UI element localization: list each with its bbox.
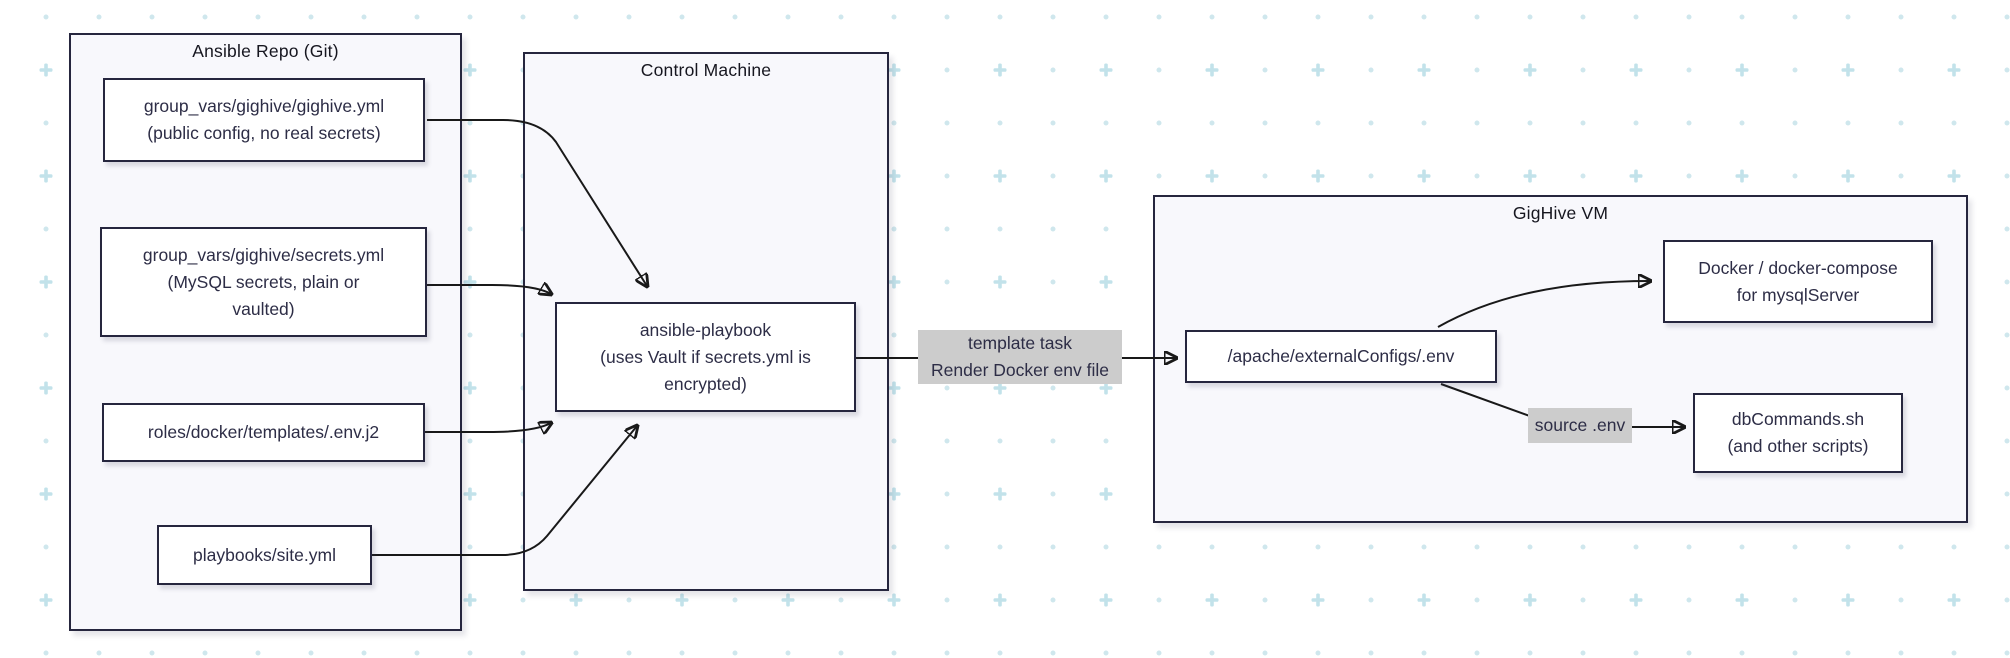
node-env-file: /apache/externalConfigs/.env [1185, 330, 1497, 383]
node-ansible-playbook: ansible-playbook (uses Vault if secrets.… [555, 302, 856, 412]
node-env-j2: roles/docker/templates/.env.j2 [102, 403, 425, 462]
node-line: (public config, no real secrets) [147, 123, 381, 143]
node-line: (uses Vault if secrets.yml is [600, 346, 811, 367]
node-line: encrypted) [664, 373, 747, 394]
node-db-commands: dbCommands.sh (and other scripts) [1693, 393, 1903, 473]
node-secrets-yml: group_vars/gighive/secrets.yml (MySQL se… [100, 227, 427, 337]
edge-site-yml-to-playbook-arrow [372, 426, 637, 556]
edge-label-source-env: source .env [1528, 408, 1632, 443]
node-line: playbooks/site.yml [193, 544, 336, 565]
node-line: vaulted) [232, 298, 295, 319]
node-gighive-yml: group_vars/gighive/gighive.yml (public c… [103, 78, 425, 162]
cluster-title-gighive-vm: GigHive VM [1512, 203, 1609, 223]
edge-gighive-yml-to-playbook-arrow [427, 119, 647, 286]
node-line: Docker / docker-compose [1698, 257, 1898, 278]
node-line: for mysqlServer [1736, 284, 1860, 305]
cluster-title-control-machine: Control Machine [640, 60, 772, 80]
node-line: (MySQL secrets, plain or [167, 271, 360, 292]
node-line: /apache/externalConfigs/.env [1227, 346, 1455, 366]
edge-secrets-yml-to-playbook-arrow [427, 285, 551, 294]
node-line: ansible-playbook [639, 319, 772, 340]
edge-label-line: Render Docker env file [931, 360, 1109, 380]
edge-label-template-task: template task Render Docker env file [918, 330, 1122, 384]
cluster-title-ansible-repo: Ansible Repo (Git) [192, 41, 339, 61]
edge-label-line: source .env [1534, 415, 1626, 435]
node-line: group_vars/gighive/secrets.yml [142, 244, 385, 265]
node-line: dbCommands.sh [1731, 409, 1865, 429]
edge-label-line: template task [967, 333, 1073, 353]
node-line: roles/docker/templates/.env.j2 [147, 422, 380, 442]
node-line: (and other scripts) [1727, 436, 1869, 456]
edge-env-file-to-docker-arrow [1437, 281, 1650, 328]
node-site-yml: playbooks/site.yml [157, 525, 372, 585]
edge-env-j2-to-playbook-arrow [425, 423, 551, 432]
node-docker-compose: Docker / docker-compose for mysqlServer [1663, 240, 1933, 323]
node-line: group_vars/gighive/gighive.yml [143, 96, 385, 116]
